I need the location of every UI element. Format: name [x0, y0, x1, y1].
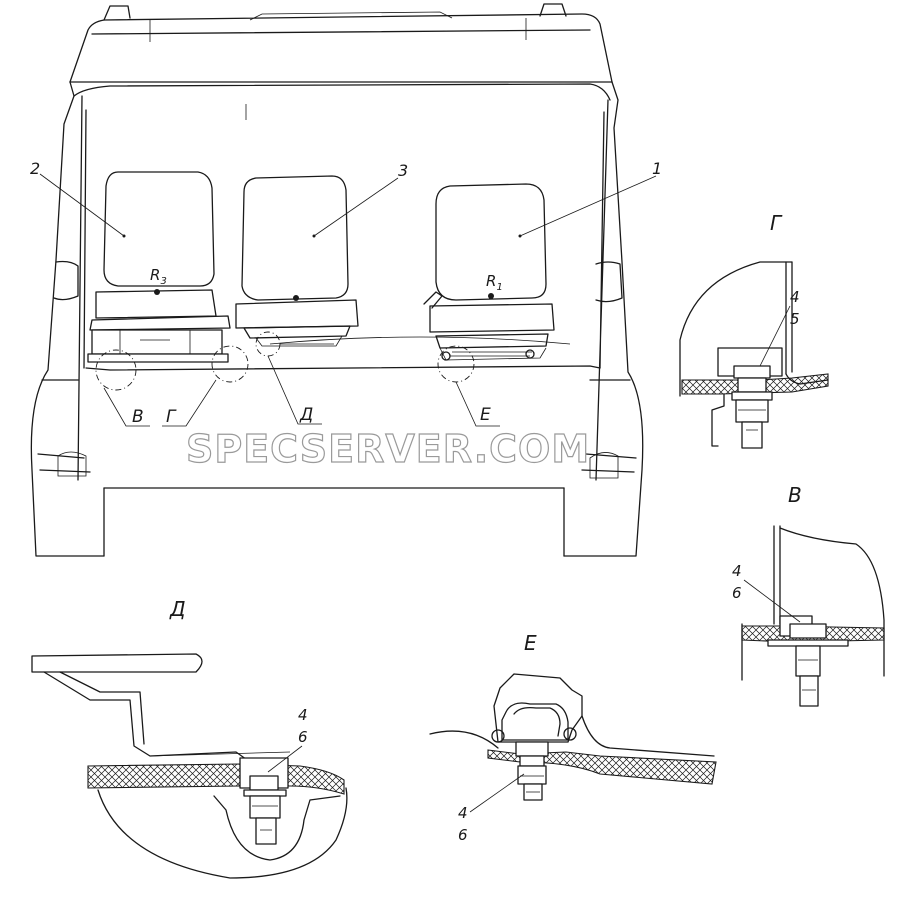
detail-e-part-top: 4	[458, 804, 468, 822]
seat-left	[87, 171, 249, 391]
detail-d-title: Д	[169, 597, 186, 621]
seat-left-mark: R3	[150, 266, 167, 287]
detail-e-part-bottom: 6	[458, 826, 468, 844]
seat-right-mark: R1	[486, 272, 503, 293]
seat-left-number: 2	[30, 159, 40, 178]
seat-callouts: 2 3 1 R3 R1	[30, 159, 662, 293]
cab-outline	[30, 3, 644, 557]
view-marker-e: Е	[480, 405, 491, 425]
seat-middle	[235, 175, 359, 357]
detail-v-part-bottom: 6	[732, 584, 742, 602]
seat-right	[423, 183, 555, 383]
detail-d-part-bottom: 6	[298, 728, 308, 746]
detail-v: В 4 6	[732, 483, 885, 707]
view-marker-g: Г	[166, 407, 177, 427]
detail-g: Г 4 5	[679, 211, 829, 449]
view-marker-v: В	[132, 407, 144, 427]
detail-v-part-top: 4	[732, 562, 742, 580]
detail-d-part-top: 4	[298, 706, 308, 724]
detail-v-title: В	[788, 483, 802, 507]
view-markers: В Г Д Е	[103, 355, 500, 427]
seat-middle-number: 3	[398, 161, 408, 180]
detail-d: Д 4 6	[31, 597, 348, 879]
watermark: SPECSERVER.COM	[186, 427, 590, 471]
detail-e-title: Е	[524, 631, 537, 655]
detail-g-part-bottom: 5	[790, 310, 800, 328]
seat-right-number: 1	[652, 159, 662, 178]
detail-e: Е 4 6	[429, 631, 717, 844]
detail-g-part-top: 4	[790, 288, 800, 306]
view-marker-d: Д	[299, 405, 313, 425]
detail-g-title: Г	[770, 211, 783, 235]
